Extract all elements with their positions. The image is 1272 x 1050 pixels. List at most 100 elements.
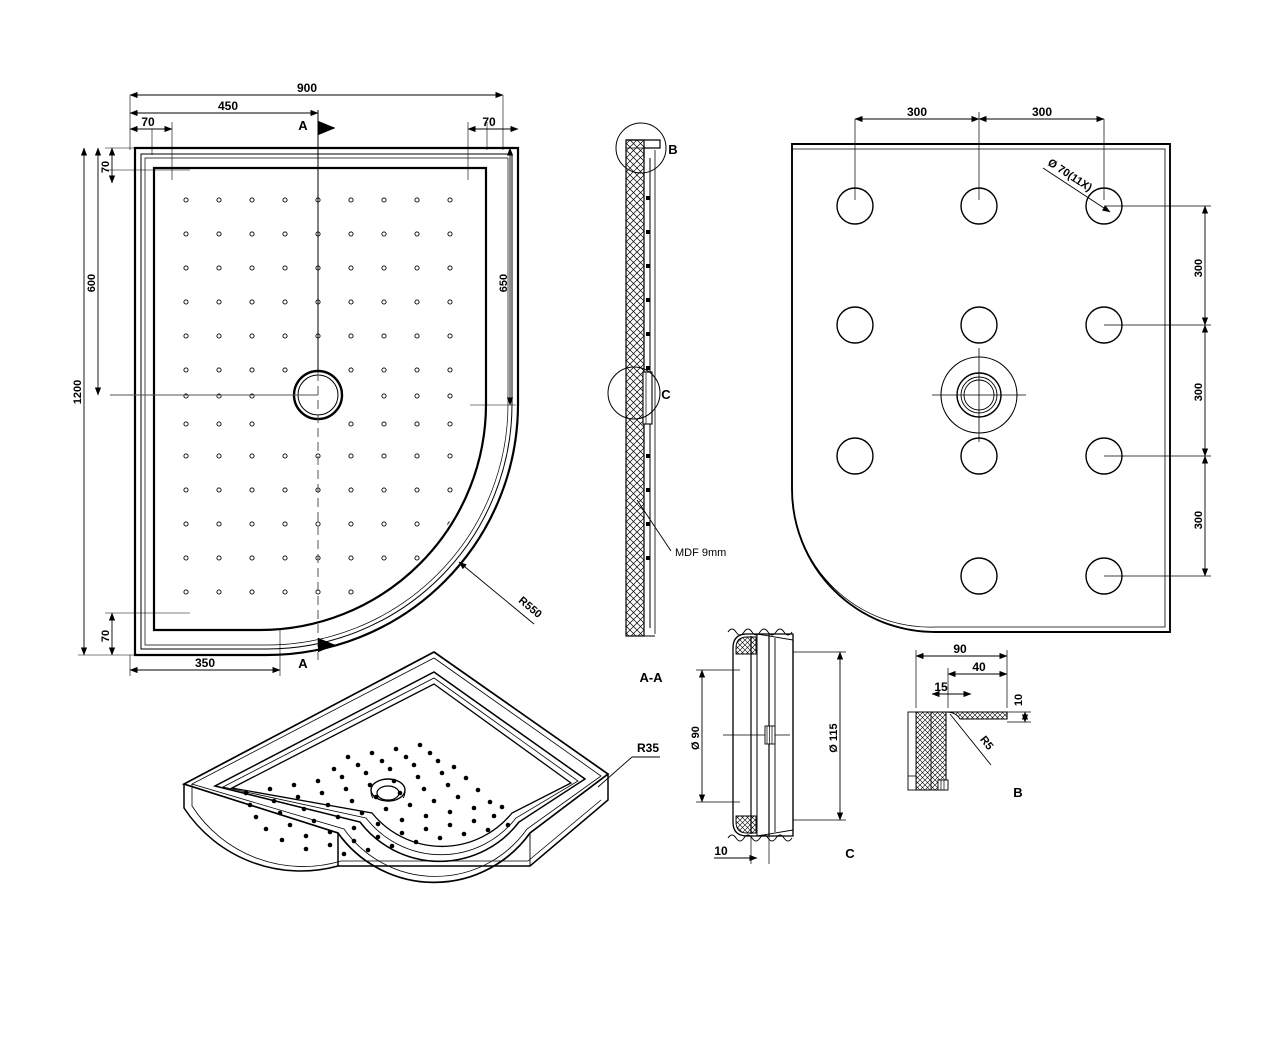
section-top-lip (626, 139, 661, 158)
dim-detail-b-15-label: 15 (934, 680, 948, 694)
detail-c-plug (764, 725, 776, 745)
dim-650-label: 650 (498, 274, 510, 292)
radius-r550-leader: R550 (458, 561, 544, 625)
dim-70-top-right-label: 70 (482, 115, 496, 129)
detail-b-lip-hatch (945, 711, 1008, 720)
detail-c-title: C (845, 846, 855, 861)
detail-b-callout-label: B (668, 142, 677, 157)
mdf-leader: MDF 9mm (636, 499, 726, 559)
dim-600: 600 (86, 147, 102, 396)
iso-stud-grid (243, 742, 511, 857)
detail-c-hatch-top (735, 636, 757, 655)
dim-detail-b-90: 90 (915, 642, 1008, 708)
section-aa-title: A-A (639, 670, 663, 685)
iso-side-front-right (338, 774, 609, 867)
dim-detail-b-10: 10 (1007, 694, 1031, 723)
section-mark-a-bottom-label: A (298, 656, 308, 671)
section-waste-region (642, 371, 653, 425)
isometric-view: R35 (181, 651, 660, 884)
detail-c-hatch-bottom (735, 815, 757, 834)
dim-900-label: 900 (297, 81, 317, 95)
dim-underside-300-left-label: 300 (907, 105, 927, 119)
dim-detail-c-dia115-label: Ø 115 (828, 723, 840, 752)
detail-c-view: Ø 90 Ø 115 10 C (690, 628, 855, 864)
dim-detail-c-dia90: Ø 90 (690, 669, 740, 803)
boss (836, 306, 874, 344)
underside-bosses (836, 187, 1123, 595)
iso-waste (370, 778, 406, 802)
radius-r5-leader: R5 (949, 713, 995, 766)
radius-r550-label: R550 (516, 595, 544, 621)
dim-detail-b-15: 15 (931, 680, 972, 698)
plan-outer-outline-inner2 (144, 157, 509, 646)
plan-stud-grid (183, 197, 453, 595)
dim-70-top-left-label: 70 (141, 115, 155, 129)
dim-900: 900 (129, 81, 504, 150)
dim-70-top-left: 70 (129, 115, 173, 180)
detail-b-title: B (1013, 785, 1022, 800)
boss (960, 437, 998, 475)
dim-underside-300-v3: 300 (1104, 455, 1211, 577)
detail-b-view: 90 40 15 10 R5 B (907, 642, 1031, 800)
section-slab-hatch (625, 139, 645, 637)
dim-detail-b-40-label: 40 (972, 660, 986, 674)
dim-1200-label: 1200 (72, 380, 84, 404)
iso-side-front-left-2 (191, 784, 342, 867)
radius-r35-leader: R35 (597, 741, 660, 788)
dim-450: 450 (129, 99, 319, 117)
detail-c-break-top (727, 628, 793, 636)
iso-outer-rim-top (181, 651, 610, 884)
detail-c-outer-body (732, 633, 794, 837)
dim-detail-c-dia115: Ø 115 (793, 651, 846, 821)
dim-underside-300-v1-label: 300 (1193, 259, 1205, 277)
iso-side-front-right-2 (341, 799, 602, 862)
mdf-note-label: MDF 9mm (675, 547, 726, 559)
underside-waste-boss (932, 348, 1026, 442)
dim-70-left-bottom: 70 (100, 612, 190, 656)
dim-underside-300-right: 300 (978, 105, 1105, 200)
dim-detail-b-10-label: 10 (1013, 694, 1025, 706)
dim-350-label: 350 (195, 656, 215, 670)
dim-350: 350 (129, 628, 281, 676)
iso-inner-rim-2 (221, 677, 579, 856)
detail-circle-c (607, 366, 661, 420)
detail-c-callout-label: C (661, 387, 671, 402)
dim-detail-b-90-label: 90 (953, 642, 967, 656)
section-mark-a-top-label: A (298, 118, 308, 133)
dim-70-left-top: 70 (100, 147, 190, 184)
section-view-aa: B C MDF 9mm A-A (607, 122, 726, 685)
dim-underside-300-v2-label: 300 (1193, 383, 1205, 401)
plan-outer-outline (133, 146, 520, 657)
boss (960, 557, 998, 595)
dim-70-left-top-label: 70 (100, 161, 112, 173)
dim-underside-300-v2: 300 (1104, 324, 1211, 457)
plan-view: 900 450 70 70 70 (72, 81, 544, 676)
dim-600-label: 600 (86, 274, 98, 292)
plan-outer-outline-inner (140, 153, 513, 650)
iso-outer-rim-top-2 (190, 657, 602, 877)
underside-view: 300 300 300 300 300 Ø 70(11X) (791, 105, 1211, 633)
boss (836, 437, 874, 475)
dim-650: 650 (470, 147, 516, 406)
detail-b-foot (937, 779, 949, 791)
dim-detail-c-thickness-label: 10 (714, 844, 728, 858)
underside-outline-inner (791, 148, 1166, 628)
dim-underside-300-right-label: 300 (1032, 105, 1052, 119)
dim-450-label: 450 (218, 99, 238, 113)
hole-note-leader: Ø 70(11X) (1042, 157, 1111, 213)
hole-note-label: Ø 70(11X) (1045, 157, 1094, 195)
dim-detail-c-dia90-label: Ø 90 (690, 726, 702, 750)
iso-side-front-left (183, 784, 339, 872)
section-mark-a-top: A (298, 118, 336, 136)
detail-b-left-block (907, 711, 917, 791)
dim-1200: 1200 (72, 147, 150, 656)
section-mark-a-bottom: A (298, 637, 336, 671)
dim-70-left-bottom-label: 70 (100, 630, 112, 642)
dim-detail-c-thickness: 10 (714, 836, 770, 864)
plan-inner-field (152, 166, 488, 632)
dim-70-top-right: 70 (467, 115, 519, 180)
dim-underside-300-left: 300 (854, 105, 980, 200)
dim-detail-b-40: 40 (947, 660, 1008, 708)
